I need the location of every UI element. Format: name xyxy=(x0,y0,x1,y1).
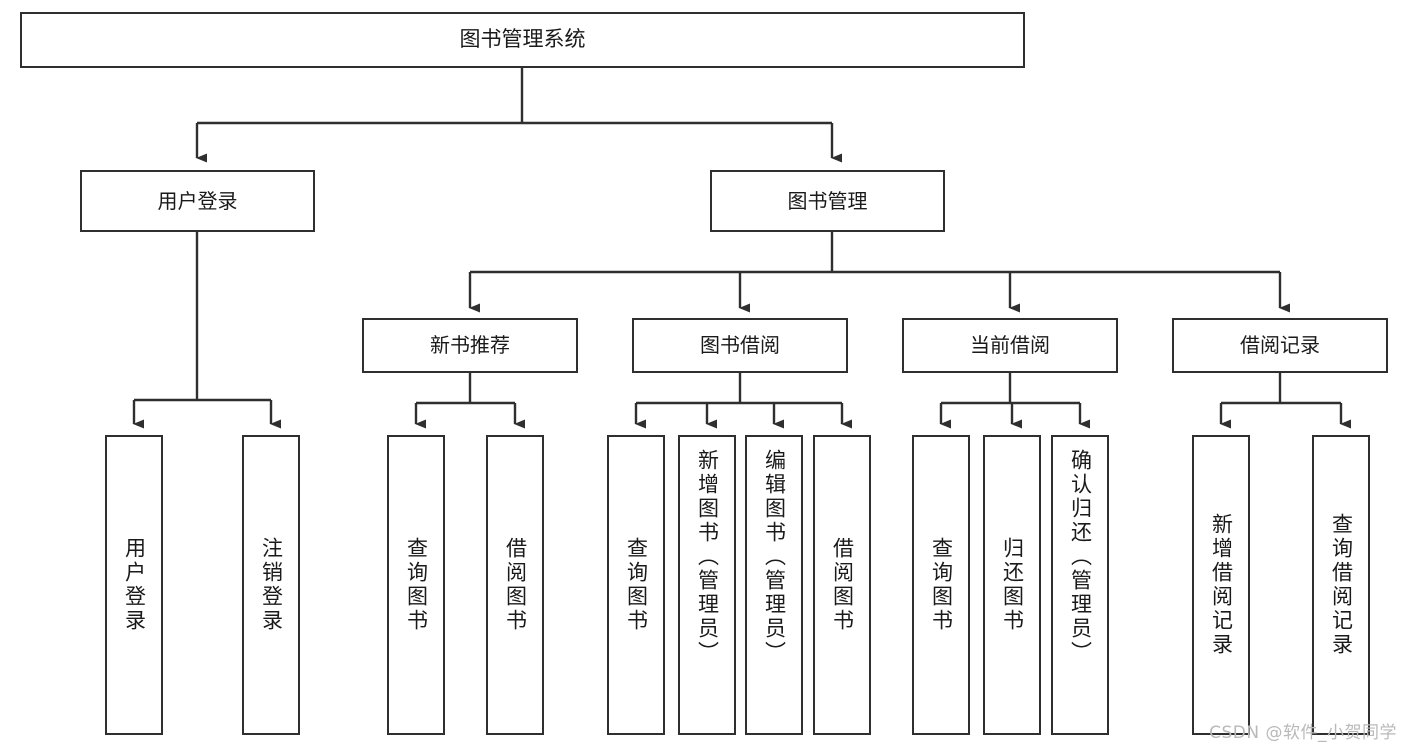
node-root-system-label: 图书管理系统 xyxy=(459,27,586,52)
leaf-return-book-label: 归还图书 xyxy=(1000,537,1025,633)
edges-currentborrow-to-leaves xyxy=(939,373,1090,429)
edges-borrowrecord-to-leaves xyxy=(1219,373,1351,429)
edges-bookmanage-to-level3 xyxy=(468,232,1290,313)
node-book-borrow[interactable]: 图书借阅 xyxy=(632,318,848,373)
node-new-book-recommend[interactable]: 新书推荐 xyxy=(362,318,578,373)
leaf-query-borrow-record-label: 查询借阅记录 xyxy=(1329,513,1354,657)
leaf-logout-label: 注销登录 xyxy=(259,537,284,633)
leaf-borrow-book-recommend-label: 借阅图书 xyxy=(503,537,528,633)
leaf-return-book[interactable]: 归还图书 xyxy=(983,435,1041,735)
leaf-user-login[interactable]: 用户登录 xyxy=(105,435,163,735)
node-root-system[interactable]: 图书管理系统 xyxy=(20,12,1025,68)
node-current-borrow-label: 当前借阅 xyxy=(970,333,1050,358)
node-borrow-record[interactable]: 借阅记录 xyxy=(1172,318,1388,373)
leaf-borrow-book-borrow[interactable]: 借阅图书 xyxy=(813,435,871,735)
leaf-confirm-return-admin[interactable]: 确认归还（管理员） xyxy=(1051,435,1109,735)
leaf-borrow-book-borrow-label: 借阅图书 xyxy=(830,537,855,633)
leaf-query-book-borrow-label: 查询图书 xyxy=(624,537,649,633)
leaf-query-book-borrow[interactable]: 查询图书 xyxy=(607,435,665,735)
edges-newbook-to-leaves xyxy=(414,373,525,429)
leaf-query-borrow-record[interactable]: 查询借阅记录 xyxy=(1312,435,1370,735)
leaf-borrow-book-recommend[interactable]: 借阅图书 xyxy=(486,435,544,735)
node-book-manage[interactable]: 图书管理 xyxy=(710,170,945,232)
node-current-borrow[interactable]: 当前借阅 xyxy=(902,318,1118,373)
node-user-login-label: 用户登录 xyxy=(157,188,238,213)
leaf-edit-book-admin[interactable]: 编辑图书（管理员） xyxy=(745,435,803,735)
node-borrow-record-label: 借阅记录 xyxy=(1240,333,1320,358)
leaf-user-login-label: 用户登录 xyxy=(122,537,147,633)
node-new-book-recommend-label: 新书推荐 xyxy=(430,333,510,358)
leaf-add-borrow-record-label: 新增借阅记录 xyxy=(1209,513,1234,657)
edges-bookborrow-to-leaves xyxy=(634,373,852,429)
node-book-manage-label: 图书管理 xyxy=(787,188,868,213)
leaf-logout[interactable]: 注销登录 xyxy=(242,435,300,735)
leaf-query-book-recommend[interactable]: 查询图书 xyxy=(387,435,445,735)
leaf-query-book-recommend-label: 查询图书 xyxy=(404,537,429,633)
leaf-add-book-admin[interactable]: 新增图书（管理员） xyxy=(678,435,736,735)
edges-userlogin-to-leaves xyxy=(132,232,281,429)
leaf-add-book-admin-label: 新增图书（管理员） xyxy=(695,449,720,665)
node-book-borrow-label: 图书借阅 xyxy=(700,333,780,358)
edges-root-to-level2 xyxy=(195,68,842,163)
leaf-query-book-current-label: 查询图书 xyxy=(929,537,954,633)
node-user-login[interactable]: 用户登录 xyxy=(80,170,315,232)
leaf-add-borrow-record[interactable]: 新增借阅记录 xyxy=(1192,435,1250,735)
leaf-edit-book-admin-label: 编辑图书（管理员） xyxy=(762,449,787,665)
leaf-query-book-current[interactable]: 查询图书 xyxy=(912,435,970,735)
leaf-confirm-return-admin-label: 确认归还（管理员） xyxy=(1068,449,1093,665)
